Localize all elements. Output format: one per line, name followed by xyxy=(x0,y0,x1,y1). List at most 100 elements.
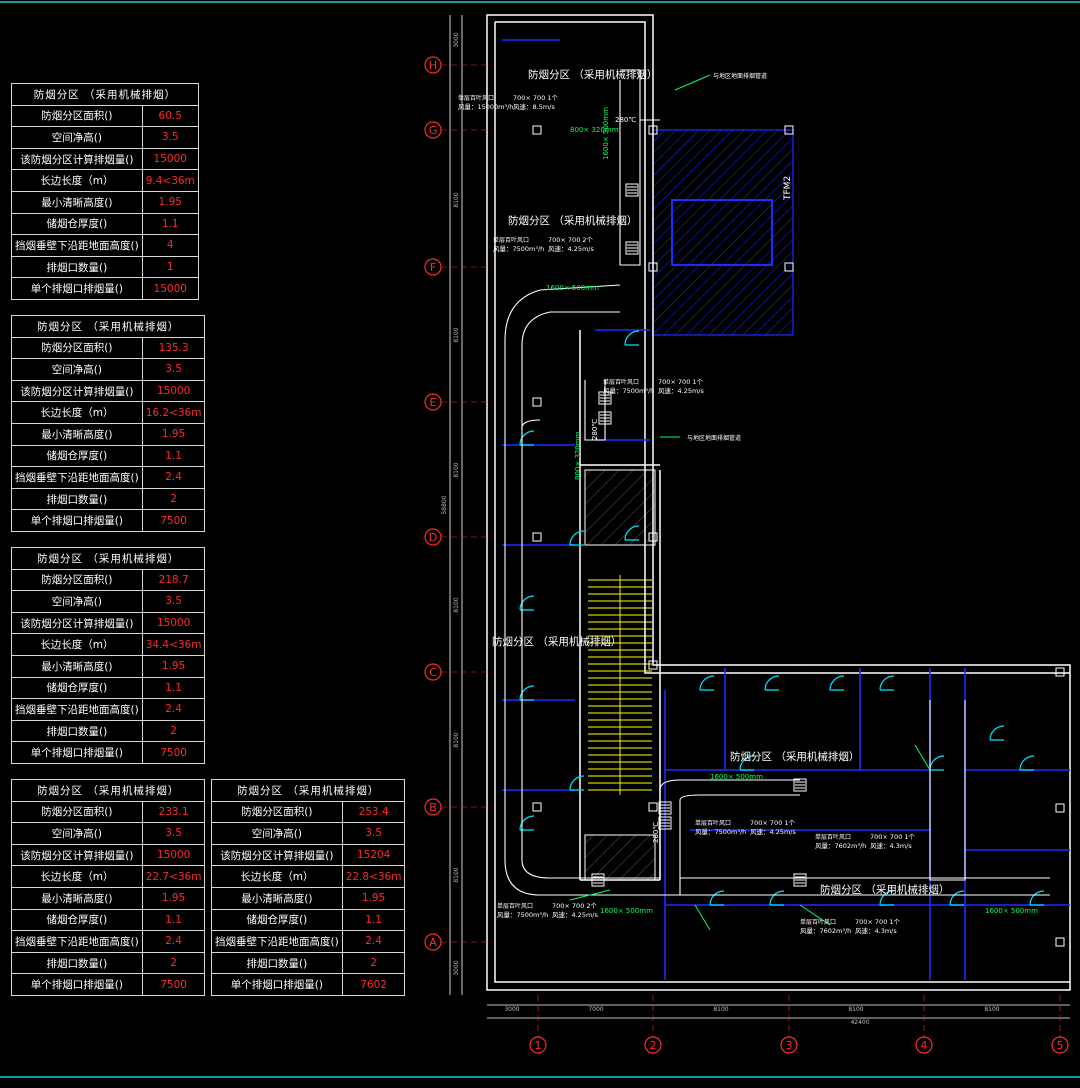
stair-hatch-2 xyxy=(584,834,656,881)
zone-label: 防烟分区 （采用机械排烟） xyxy=(492,635,621,648)
table-row: 单个排烟口排烟量()7500 xyxy=(11,973,206,996)
bottom-dimension: 8100 xyxy=(848,1006,863,1013)
vent-spec-flow: 风量：7500m³/h xyxy=(497,911,548,919)
table-row: 储烟仓厚度()1.1 xyxy=(11,444,206,468)
table-title: 防烟分区 （采用机械排烟） xyxy=(210,779,406,802)
left-dimension: 8100 xyxy=(453,867,460,882)
row-label: 防烟分区面积() xyxy=(211,800,343,824)
row-label: 挡烟垂壁下沿距地面高度() xyxy=(11,466,143,489)
hatched-room-upper xyxy=(652,129,794,336)
row-axis-bubble xyxy=(424,528,442,546)
table-row: 该防烟分区计算排烟量()15000 xyxy=(11,379,206,403)
fire-damper-label: 280℃ xyxy=(591,419,599,440)
row-value: 253.4 xyxy=(341,800,406,824)
row-label: 排烟口数量() xyxy=(11,719,143,743)
door-swing xyxy=(1019,755,1035,771)
vent-spec-speed: 风速：4.25m/s xyxy=(548,245,594,253)
duct-size-label: 800× 320mm xyxy=(574,431,582,480)
exhaust-grille xyxy=(658,801,672,815)
left-dimension: 8100 xyxy=(453,732,460,747)
left-dimension: 3000 xyxy=(453,32,460,47)
row-label: 挡烟垂壁下沿距地面高度() xyxy=(11,930,143,953)
vent-spec-flow: 风量：7602m³/h xyxy=(800,927,851,935)
door-swing xyxy=(739,755,755,771)
door-swing xyxy=(829,675,845,691)
vent-spec-size: 700× 700 1个 xyxy=(750,819,796,827)
row-label: 排烟口数量() xyxy=(11,487,143,511)
row-label: 单个排烟口排烟量() xyxy=(11,973,143,996)
row-value: 15000 xyxy=(141,843,206,867)
row-label: 防烟分区面积() xyxy=(11,336,143,360)
table-row: 排烟口数量()2 xyxy=(11,487,206,511)
row-value: 16.2<36m xyxy=(141,401,206,424)
row-label: 防烟分区面积() xyxy=(11,800,143,824)
columns xyxy=(532,125,1065,947)
table-row: 防烟分区面积()233.1 xyxy=(11,800,206,824)
row-label: 排烟口数量() xyxy=(11,255,143,279)
column-axis-bubble xyxy=(915,1036,933,1054)
left-dimension: 8100 xyxy=(453,327,460,342)
left-dimension: 8100 xyxy=(453,192,460,207)
table-row: 挡烟垂壁下沿距地面高度()2.4 xyxy=(211,930,406,953)
exhaust-grille xyxy=(598,411,612,425)
vent-spec-line: 单层百叶风口 xyxy=(800,918,836,926)
row-label: 该防烟分区计算排烟量() xyxy=(11,611,143,635)
table-row: 空间净高()3.5 xyxy=(11,590,206,613)
exhaust-grille xyxy=(793,873,807,887)
row-value: 22.8<36m xyxy=(341,865,406,888)
bottom-dimension: 3000 xyxy=(504,1006,519,1013)
bottom-dimension: 7000 xyxy=(588,1006,603,1013)
column-mark xyxy=(648,660,658,670)
row-axis-label: A xyxy=(429,936,437,949)
row-axis-label: C xyxy=(429,666,437,679)
vent-spec-line: 单层百叶风口 xyxy=(493,236,529,244)
row-label: 挡烟垂壁下沿距地面高度() xyxy=(11,234,143,257)
table-row: 最小清晰高度()1.95 xyxy=(11,190,199,214)
row-value: 1.1 xyxy=(141,444,206,468)
vent-spec-speed: 风速：4.25m/s xyxy=(750,828,796,836)
door-swing xyxy=(624,525,640,541)
vent-spec-speed: 风速：4.3m/s xyxy=(855,927,897,935)
row-value: 9.4<36m xyxy=(141,169,199,192)
table-row: 储烟仓厚度()1.1 xyxy=(11,212,199,236)
column-mark xyxy=(532,125,542,135)
row-label: 最小清晰高度() xyxy=(11,422,143,446)
table-row: 排烟口数量()2 xyxy=(11,719,206,743)
zone-label: 防烟分区 （采用机械排烟） xyxy=(820,883,949,896)
row-label: 储烟仓厚度() xyxy=(11,212,143,236)
table-row: 挡烟垂壁下沿距地面高度()2.4 xyxy=(11,466,206,489)
table-row: 挡烟垂壁下沿距地面高度()4 xyxy=(11,234,199,257)
table-row: 长边长度（m）22.7<36m xyxy=(11,865,206,888)
column-mark xyxy=(648,532,658,542)
door-swing xyxy=(929,755,945,771)
row-value: 2 xyxy=(141,487,206,511)
table-row: 储烟仓厚度()1.1 xyxy=(11,908,206,932)
row-value: 233.1 xyxy=(141,800,206,824)
vent-spec-line: 单层百叶风口 xyxy=(815,833,851,841)
row-value: 218.7 xyxy=(141,568,206,592)
row-value: 1.95 xyxy=(141,654,206,678)
row-label: 该防烟分区计算排烟量() xyxy=(211,843,343,867)
column-axis-bubble xyxy=(780,1036,798,1054)
row-value: 1.95 xyxy=(141,190,199,214)
vent-spec-size: 700× 700 1个 xyxy=(855,918,901,926)
table-row: 单个排烟口排烟量()7500 xyxy=(11,509,206,532)
zone-label: 防烟分区 （采用机械排烟） xyxy=(528,68,657,81)
vent-spec-line: 单层百叶风口 xyxy=(603,378,639,386)
table-row: 长边长度（m）34.4<36m xyxy=(11,633,206,656)
row-axis-bubble xyxy=(424,56,442,74)
row-value: 60.5 xyxy=(141,104,199,128)
bottom-dimension: 8100 xyxy=(713,1006,728,1013)
row-value: 2 xyxy=(341,951,406,975)
row-label: 最小清晰高度() xyxy=(11,190,143,214)
row-axis-label: D xyxy=(429,531,437,544)
column-axis-label: 3 xyxy=(786,1039,793,1052)
vent-spec-speed: 风速：4.25m/s xyxy=(552,911,598,919)
column-mark xyxy=(648,262,658,272)
row-value: 1.95 xyxy=(141,886,206,910)
table-row: 长边长度（m）22.8<36m xyxy=(211,865,406,888)
fire-damper-label: 280℃ xyxy=(652,822,660,843)
